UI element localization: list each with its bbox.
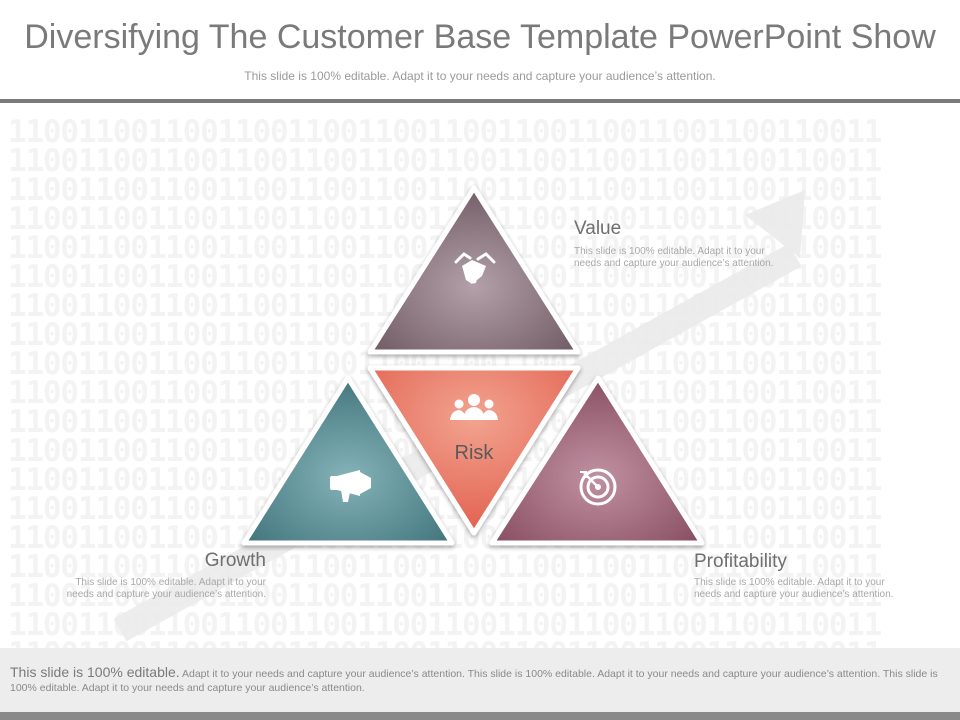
profitability-triangle	[489, 375, 705, 546]
value-heading: Value	[574, 218, 622, 239]
binary-row: 1100110011001100110011001100110011001100…	[8, 172, 882, 208]
slide-subtitle: This slide is 100% editable. Adapt it to…	[244, 69, 716, 83]
binary-row: 1100110011001100110011001100110011001100…	[8, 491, 882, 527]
slide-title: Diversifying The Customer Base Template …	[24, 18, 936, 56]
growth-heading: Growth	[204, 550, 266, 571]
megaphone-icon	[330, 470, 371, 502]
footer-body: Adapt it to your needs and capture your …	[10, 668, 938, 694]
bottom-bar	[0, 712, 960, 720]
binary-row: 1100110011001100110011001100110011001100…	[8, 118, 882, 150]
target-icon	[579, 468, 617, 506]
risk-label: Risk	[454, 442, 494, 464]
value-description: This slide is 100% editable. Adapt it to…	[574, 246, 774, 269]
profitability-description: This slide is 100% editable. Adapt it to…	[694, 577, 894, 600]
risk-triangle	[367, 365, 581, 536]
footer-lead: This slide is 100% editable.	[10, 664, 180, 680]
profitability-heading: Profitability	[694, 551, 787, 572]
growth-description: This slide is 100% editable. Adapt it to…	[66, 577, 266, 600]
binary-row: 1100110011001100110011001100110011001100…	[8, 639, 960, 649]
handshake-icon	[454, 252, 496, 284]
title-divider	[0, 99, 960, 103]
binary-row: 1100110011001100110011001100110011001100…	[8, 143, 882, 179]
group-icon	[450, 394, 498, 420]
binary-row: 1100110011001100110011001100110011001100…	[8, 549, 882, 585]
footer-text: This slide is 100% editable. Adapt it to…	[10, 665, 940, 695]
growth-triangle	[241, 375, 455, 546]
footer-panel: This slide is 100% editable. Adapt it to…	[0, 648, 960, 712]
